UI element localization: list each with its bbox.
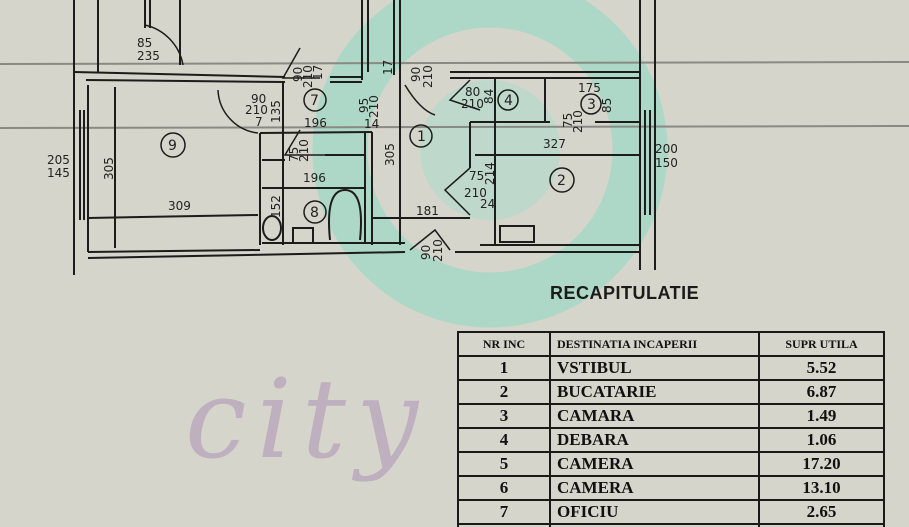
dimension-labels: 85 235 205 145 305 309 90 210 7 135 90 2… bbox=[47, 36, 678, 262]
svg-text:7: 7 bbox=[255, 115, 263, 129]
svg-text:305: 305 bbox=[102, 157, 116, 180]
svg-text:90: 90 bbox=[419, 245, 433, 260]
svg-text:24: 24 bbox=[480, 197, 495, 211]
header-nr: NR INC bbox=[457, 331, 551, 357]
svg-text:84: 84 bbox=[482, 89, 496, 104]
svg-text:14: 14 bbox=[364, 117, 379, 131]
svg-text:145: 145 bbox=[47, 166, 70, 180]
svg-text:95: 95 bbox=[357, 98, 371, 113]
svg-text:75: 75 bbox=[561, 113, 575, 128]
cell-destination: CAMERA bbox=[549, 451, 760, 477]
room-number-7: 7 bbox=[310, 93, 319, 109]
svg-text:235: 235 bbox=[137, 49, 160, 63]
cell-destination bbox=[549, 523, 760, 527]
cell-area: 13.10 bbox=[758, 475, 885, 501]
svg-text:17: 17 bbox=[311, 65, 325, 80]
svg-text:210: 210 bbox=[301, 65, 315, 88]
svg-text:75: 75 bbox=[287, 147, 301, 162]
cell-nr: 2 bbox=[457, 379, 551, 405]
svg-text:135: 135 bbox=[269, 100, 283, 123]
cell-nr: 5 bbox=[457, 451, 551, 477]
fold-line bbox=[0, 61, 909, 65]
svg-text:210: 210 bbox=[245, 103, 268, 117]
cell-area: 6.87 bbox=[758, 379, 885, 405]
svg-text:210: 210 bbox=[431, 239, 445, 262]
cell-area: 1.06 bbox=[758, 427, 885, 453]
svg-text:17: 17 bbox=[381, 60, 395, 75]
cell-nr: 4 bbox=[457, 427, 551, 453]
header-area: SUPR UTILA bbox=[758, 331, 885, 357]
svg-text:196: 196 bbox=[303, 171, 326, 185]
cell-area: 5.52 bbox=[758, 355, 885, 381]
fold-line bbox=[0, 125, 909, 129]
watermark: city bbox=[185, 355, 429, 483]
cell-area: 17.20 bbox=[758, 451, 885, 477]
room-number-3: 3 bbox=[587, 97, 596, 113]
cell-destination: VSTIBUL bbox=[549, 355, 760, 381]
svg-text:305: 305 bbox=[383, 143, 397, 166]
walls bbox=[73, 0, 656, 275]
svg-text:210: 210 bbox=[367, 95, 381, 118]
svg-text:80: 80 bbox=[465, 85, 480, 99]
svg-text:210: 210 bbox=[464, 186, 487, 200]
svg-text:210: 210 bbox=[571, 110, 585, 133]
cell-area: 1.49 bbox=[758, 403, 885, 429]
room-number-8: 8 bbox=[310, 205, 319, 221]
cell-nr: 6 bbox=[457, 475, 551, 501]
door-swings bbox=[144, 24, 481, 251]
svg-text:205: 205 bbox=[47, 153, 70, 167]
svg-text:196: 196 bbox=[304, 116, 327, 130]
room-number-9: 9 bbox=[168, 138, 177, 154]
svg-text:90: 90 bbox=[251, 92, 266, 106]
cell-destination: DEBARA bbox=[549, 427, 760, 453]
recap-table: NR INC DESTINATIA INCAPERII SUPR UTILA 1… bbox=[457, 331, 887, 527]
header-destination: DESTINATIA INCAPERII bbox=[549, 331, 760, 357]
svg-text:210: 210 bbox=[461, 97, 484, 111]
svg-text:200: 200 bbox=[655, 142, 678, 156]
svg-text:150: 150 bbox=[655, 156, 678, 170]
cell-nr: 7 bbox=[457, 499, 551, 525]
cell-destination: OFICIU bbox=[549, 499, 760, 525]
room-number-2: 2 bbox=[557, 173, 566, 189]
cell-area: 2.65 bbox=[758, 499, 885, 525]
recap-title: RECAPITULATIE bbox=[550, 283, 700, 303]
svg-text:309: 309 bbox=[168, 199, 191, 213]
svg-text:214: 214 bbox=[483, 162, 497, 185]
room-numbers bbox=[160, 88, 602, 224]
cell-nr: 1 bbox=[457, 355, 551, 381]
svg-text:85: 85 bbox=[137, 36, 152, 50]
cell-destination: BUCATARIE bbox=[549, 379, 760, 405]
room-number-1: 1 bbox=[417, 129, 426, 145]
svg-text:175: 175 bbox=[578, 81, 601, 95]
svg-text:90: 90 bbox=[409, 67, 423, 82]
room-number-4: 4 bbox=[504, 93, 513, 109]
svg-text:210: 210 bbox=[297, 139, 311, 162]
cell-destination: CAMERA bbox=[549, 475, 760, 501]
svg-text:90: 90 bbox=[291, 67, 305, 82]
svg-text:75: 75 bbox=[469, 169, 484, 183]
svg-text:327: 327 bbox=[543, 137, 566, 151]
svg-text:210: 210 bbox=[421, 65, 435, 88]
cell-nr bbox=[457, 523, 551, 527]
cell-nr: 3 bbox=[457, 403, 551, 429]
table-header-row: NR INC DESTINATIA INCAPERII SUPR UTILA bbox=[457, 331, 885, 357]
svg-text:152: 152 bbox=[269, 195, 283, 218]
svg-text:85: 85 bbox=[600, 98, 614, 113]
cell-destination: CAMARA bbox=[549, 403, 760, 429]
svg-text:181: 181 bbox=[416, 204, 439, 218]
